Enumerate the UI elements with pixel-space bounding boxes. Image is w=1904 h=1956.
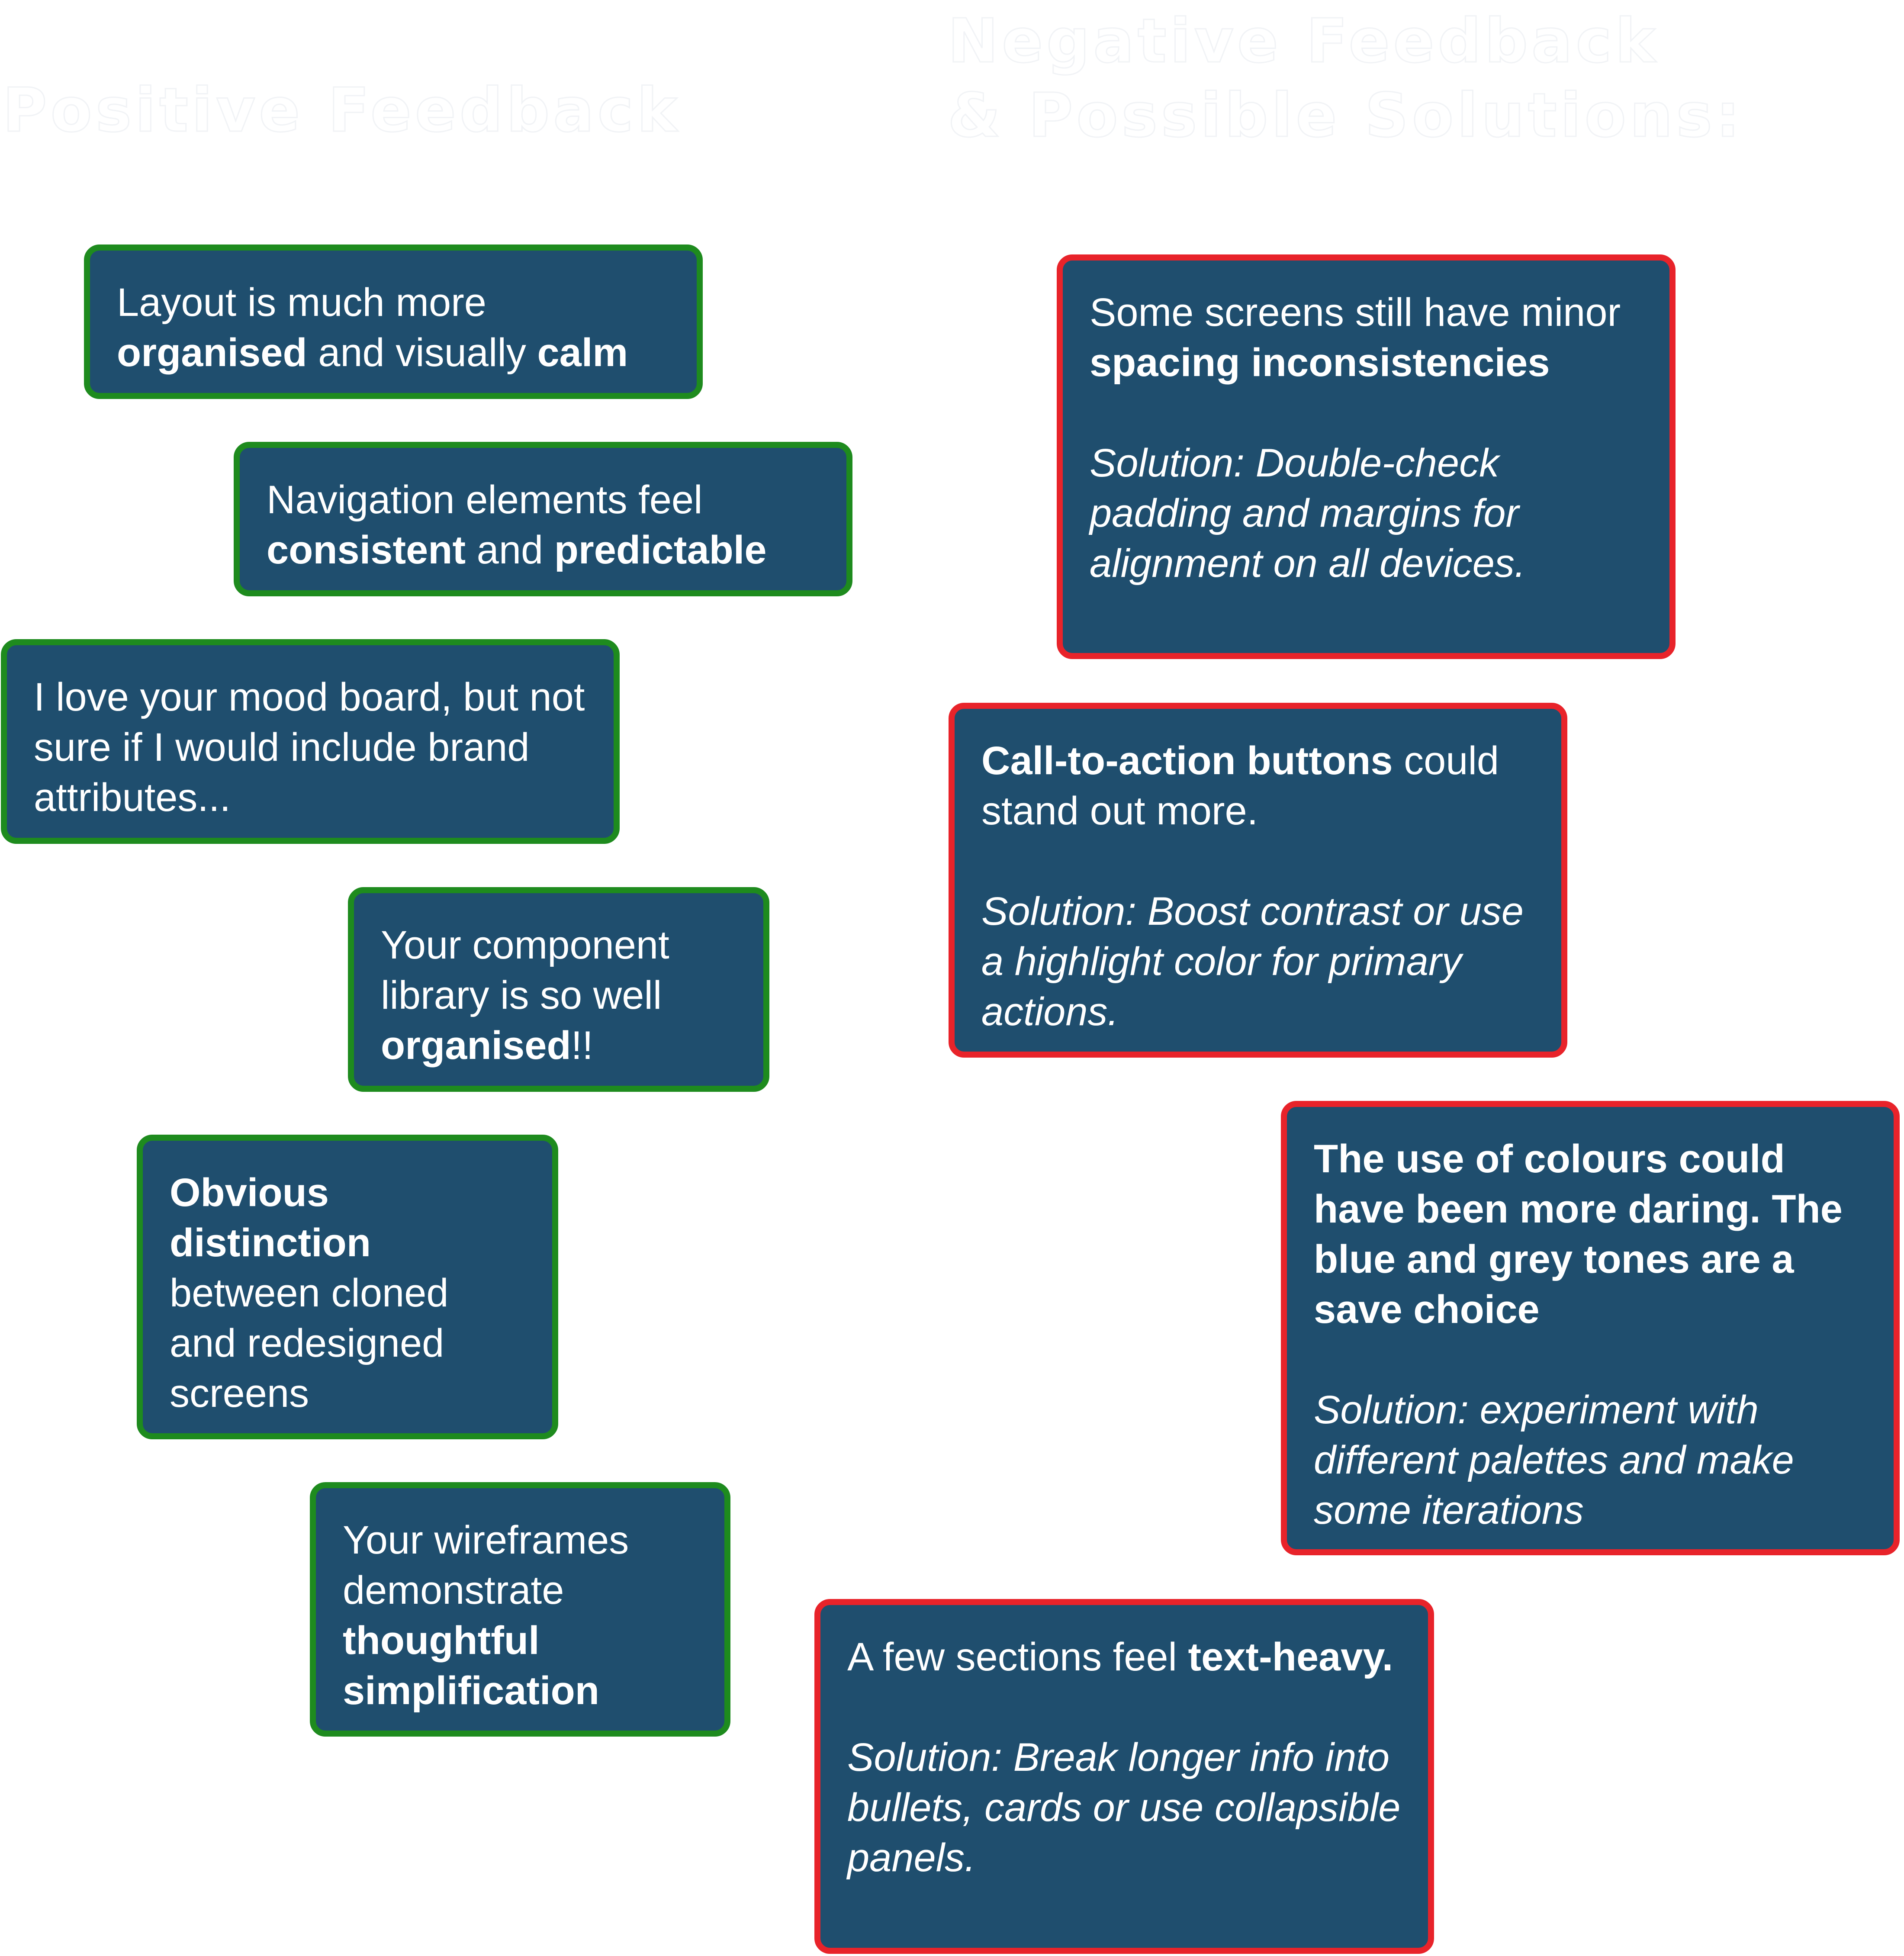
card-text: Some screens still have minor spacing in… bbox=[1090, 287, 1643, 388]
emphasis-text-heavy: text-heavy. bbox=[1188, 1635, 1393, 1679]
positive-card-layout: Layout is much more organised and visual… bbox=[84, 244, 703, 399]
text-run: Some screens still have minor bbox=[1090, 290, 1621, 335]
emphasis-predictable: predictable bbox=[554, 528, 767, 572]
text-run: A few sections feel bbox=[847, 1635, 1188, 1679]
negative-heading-line-2: & Possible Solutions: bbox=[947, 80, 1743, 152]
text-run: could stand out more. bbox=[981, 739, 1499, 833]
spacer bbox=[847, 1682, 1401, 1732]
emphasis-thoughtful-simplification: thoughtful simplification bbox=[343, 1618, 599, 1713]
spacer bbox=[981, 836, 1534, 886]
text-run: and visually bbox=[307, 331, 537, 375]
emphasis-spacing-inconsistencies: spacing inconsistencies bbox=[1090, 341, 1550, 385]
card-text: Your component library is so well organi… bbox=[381, 920, 737, 1071]
emphasis-consistent: consistent bbox=[267, 528, 466, 572]
card-text: Layout is much more organised and visual… bbox=[117, 277, 670, 378]
text-run: between cloned and redesigned screens bbox=[170, 1271, 449, 1416]
negative-card-spacing: Some screens still have minor spacing in… bbox=[1057, 254, 1676, 659]
text-run: Your wireframes demonstrate bbox=[343, 1518, 629, 1612]
negative-feedback-heading: Negative Feedback & Possible Solutions: bbox=[947, 4, 1743, 153]
negative-card-call-to-action: Call-to-action buttons could stand out m… bbox=[949, 703, 1567, 1058]
positive-card-wireframes: Your wireframes demonstrate thoughtful s… bbox=[310, 1482, 730, 1737]
emphasis-organised: organised bbox=[381, 1023, 571, 1068]
text-run: Your component library is so well bbox=[381, 923, 669, 1017]
emphasis-colours: The use of colours could have been more … bbox=[1314, 1137, 1843, 1332]
text-run: Navigation elements feel bbox=[267, 478, 703, 522]
spacer bbox=[1090, 388, 1643, 438]
card-text: Call-to-action buttons could stand out m… bbox=[981, 736, 1534, 836]
solution-text: Solution: Boost contrast or use a highli… bbox=[981, 889, 1524, 1034]
solution-text: Solution: Break longer info into bullets… bbox=[847, 1735, 1401, 1880]
spacer bbox=[1314, 1335, 1867, 1385]
text-run: and bbox=[466, 528, 554, 572]
negative-card-colours: The use of colours could have been more … bbox=[1281, 1101, 1900, 1555]
text-run: Layout is much more bbox=[117, 280, 486, 325]
emphasis-calm: calm bbox=[537, 331, 628, 375]
emphasis-organised: organised bbox=[117, 331, 307, 375]
positive-card-navigation: Navigation elements feel consistent and … bbox=[234, 442, 852, 596]
card-text: Your wireframes demonstrate thoughtful s… bbox=[343, 1515, 698, 1716]
negative-heading-line-1: Negative Feedback bbox=[947, 6, 1659, 77]
card-text: A few sections feel text-heavy. bbox=[847, 1632, 1401, 1682]
positive-feedback-heading: Positive Feedback bbox=[2, 75, 681, 147]
card-text: I love your mood board, but not sure if … bbox=[34, 675, 585, 820]
negative-card-text-heavy: A few sections feel text-heavy. Solution… bbox=[814, 1599, 1434, 1954]
solution-text: Solution: Double-check padding and margi… bbox=[1090, 441, 1526, 586]
card-text: Navigation elements feel consistent and … bbox=[267, 475, 820, 575]
card-text: Obvious distinction between cloned and r… bbox=[170, 1168, 525, 1419]
text-run: !! bbox=[571, 1023, 593, 1068]
emphasis-call-to-action-buttons: Call-to-action buttons bbox=[981, 739, 1393, 783]
positive-card-component-library: Your component library is so well organi… bbox=[348, 887, 769, 1092]
positive-card-distinction: Obvious distinction between cloned and r… bbox=[137, 1135, 558, 1439]
card-text: The use of colours could have been more … bbox=[1314, 1134, 1867, 1335]
positive-card-moodboard: I love your mood board, but not sure if … bbox=[1, 639, 620, 844]
solution-text: Solution: experiment with different pale… bbox=[1314, 1388, 1794, 1532]
emphasis-obvious-distinction: Obvious distinction bbox=[170, 1171, 371, 1265]
